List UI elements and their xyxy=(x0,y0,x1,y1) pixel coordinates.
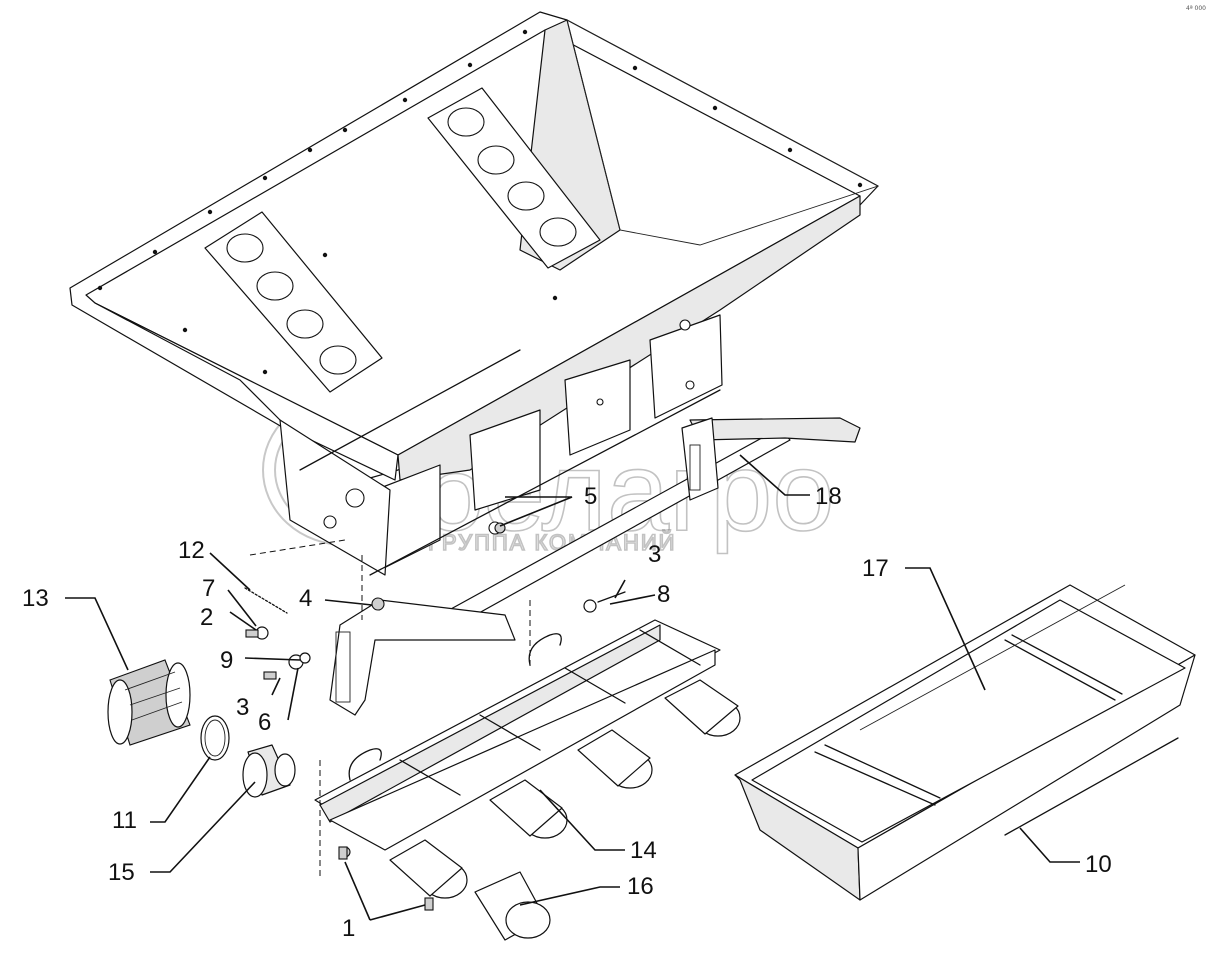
callout-16: 16 xyxy=(627,873,654,900)
lever-bracket xyxy=(329,598,516,716)
callout-leaders xyxy=(65,454,1080,921)
seed-tray-14 xyxy=(314,619,741,911)
callout-4: 4 xyxy=(299,585,312,612)
assembly-centerlines xyxy=(249,539,531,880)
callout-9: 9 xyxy=(220,647,233,674)
callout-10: 10 xyxy=(1085,851,1112,878)
sleeve-13 xyxy=(107,659,191,746)
ring-11 xyxy=(200,715,230,761)
callout-6: 6 xyxy=(258,709,271,736)
callout-12: 12 xyxy=(178,537,205,564)
callout-13: 13 xyxy=(22,585,49,612)
hopper-body xyxy=(69,11,880,576)
callout-1: 1 xyxy=(342,915,355,942)
watermark-tagline: ГРУППА КОМПАНИЙ xyxy=(428,530,677,555)
callout-5: 5 xyxy=(584,483,597,510)
tray-17 xyxy=(734,584,1196,901)
callout-7: 7 xyxy=(202,575,215,602)
rod-10 xyxy=(1004,737,1179,836)
callout-15: 15 xyxy=(108,859,135,886)
callout-3-right: 3 xyxy=(648,541,661,568)
corner-note: 4ª 000 xyxy=(1186,5,1206,12)
bushing-15 xyxy=(242,744,296,798)
callout-8: 8 xyxy=(657,581,670,608)
callout-3-left: 3 xyxy=(236,694,249,721)
small-hardware xyxy=(244,522,626,680)
cup-16 xyxy=(474,871,551,941)
callout-14: 14 xyxy=(630,837,657,864)
shaft-18 xyxy=(439,417,861,629)
callout-labels: 1 2 3 3 4 5 6 7 8 9 10 11 12 13 14 15 16… xyxy=(22,483,1112,942)
callout-17: 17 xyxy=(862,555,889,582)
callout-18: 18 xyxy=(815,483,842,510)
callout-2: 2 xyxy=(200,604,213,631)
callout-11: 11 xyxy=(112,807,137,834)
